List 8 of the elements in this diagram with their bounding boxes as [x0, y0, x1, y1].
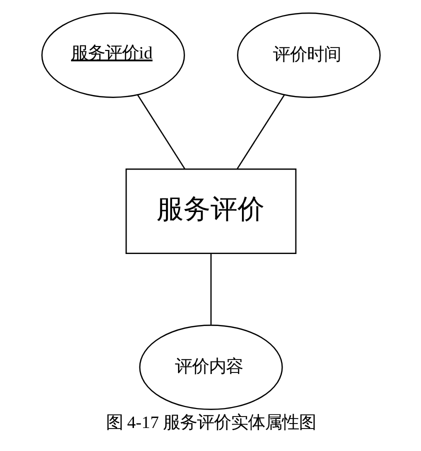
node-ellipse: 评价时间 — [236, 12, 380, 98]
node-ellipse: 服务评价id — [40, 12, 184, 98]
caption: 图 4-17 服务评价实体属性图 — [105, 413, 316, 432]
connector — [236, 94, 284, 170]
connector — [210, 254, 212, 325]
node-box: 服务评价 — [125, 168, 296, 254]
connector — [136, 94, 185, 170]
node-ellipse: 评价内容 — [138, 324, 282, 410]
